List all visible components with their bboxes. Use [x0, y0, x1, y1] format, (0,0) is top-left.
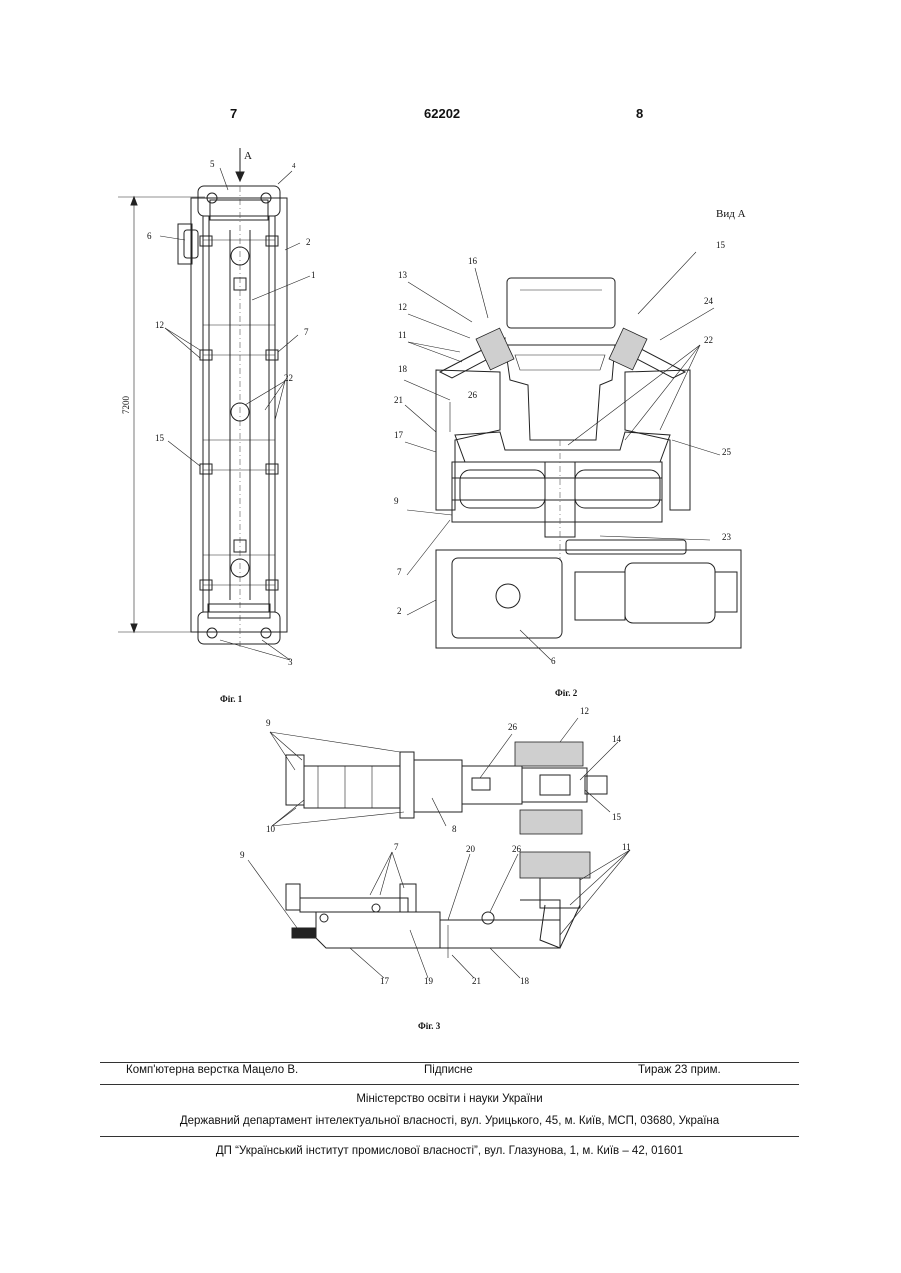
fig3-label-9-side: 9 [240, 850, 245, 860]
fig3-label-10: 10 [266, 824, 275, 834]
fig3-label-17: 17 [380, 976, 389, 986]
fig3-label-20: 20 [466, 844, 475, 854]
figure-3-drawing [0, 0, 901, 1020]
fig3-label-12: 12 [580, 706, 589, 716]
fig3-label-7: 7 [394, 842, 399, 852]
footer-rule-middle [100, 1084, 799, 1085]
fig3-label-8: 8 [452, 824, 457, 834]
fig3-label-19: 19 [424, 976, 433, 986]
fig3-label-14: 14 [612, 734, 621, 744]
footer-rule-bottom [100, 1136, 799, 1137]
fig3-label-11: 11 [622, 842, 631, 852]
fig3-label-21: 21 [472, 976, 481, 986]
fig3-label-26-top: 26 [508, 722, 517, 732]
footer-signed: Підписне [424, 1064, 473, 1076]
fig3-label-9-top: 9 [266, 718, 271, 728]
fig3-label-18: 18 [520, 976, 529, 986]
footer-layout: Комп'ютерна верстка Мацело В. [126, 1064, 298, 1076]
footer-circulation: Тираж 23 прим. [638, 1064, 721, 1076]
footer-institute: ДП “Український інститут промислової вла… [100, 1145, 799, 1157]
fig3-caption: Фіг. 3 [418, 1021, 440, 1031]
fig3-label-15: 15 [612, 812, 621, 822]
fig3-label-26-side: 26 [512, 844, 521, 854]
footer-rule-top [100, 1062, 799, 1063]
footer-ministry: Міністерство освіти і науки України [100, 1093, 799, 1105]
footer-department: Державний департамент інтелектуальної вл… [100, 1115, 799, 1127]
